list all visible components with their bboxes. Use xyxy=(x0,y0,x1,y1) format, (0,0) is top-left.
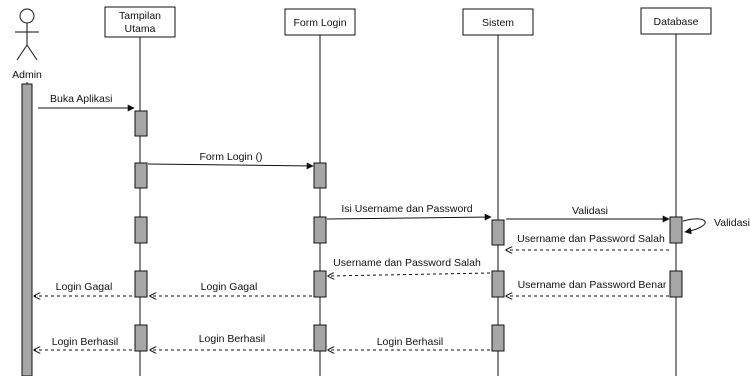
activation-bar xyxy=(134,216,148,244)
activations-sistem xyxy=(491,219,505,352)
message-label: Login Berhasil xyxy=(52,336,119,348)
lifeline-form-login: Form Login xyxy=(284,8,356,376)
message-label: Isi Username dan Password xyxy=(341,203,472,215)
message-username-password-benar: Username dan Password Benar xyxy=(506,279,669,296)
actor-activation xyxy=(21,83,33,376)
lifeline-header-line1: Tampilan xyxy=(119,10,161,22)
lifeline-header-label: Sistem xyxy=(482,17,514,29)
activation-bar xyxy=(134,110,148,137)
message-label: Login Berhasil xyxy=(199,333,266,345)
activation-bar xyxy=(669,270,683,298)
message-label: Buka Aplikasi xyxy=(50,93,112,105)
lifeline-database: Database xyxy=(640,7,712,376)
activation-bar xyxy=(134,324,148,352)
message-self-validasi: Validasi xyxy=(682,217,750,235)
activation-bar xyxy=(134,270,148,298)
message-username-password-salah-sistem: Username dan Password Salah xyxy=(328,257,491,276)
actor-admin: Admin xyxy=(12,8,42,81)
activation-bar xyxy=(313,162,327,189)
lifeline-header-label: Database xyxy=(654,16,699,28)
message-login-gagal-form: Login Gagal xyxy=(150,281,312,296)
message-label: Validasi xyxy=(572,205,608,217)
lifeline-header-label: Form Login xyxy=(293,17,346,29)
message-login-berhasil-tampilan: Login Berhasil xyxy=(34,336,132,350)
message-label: Login Berhasil xyxy=(377,336,444,348)
message-label: Validasi xyxy=(714,217,750,229)
message-form-login: Form Login () xyxy=(147,151,314,170)
message-login-berhasil-sistem: Login Berhasil xyxy=(328,336,490,350)
lifeline-header-box xyxy=(104,6,176,38)
lifeline-sistem: Sistem xyxy=(462,8,534,376)
lifeline-tampilan-utama: Tampilan Utama xyxy=(104,6,176,376)
message-validasi: Validasi xyxy=(506,205,670,223)
actor-label: Admin xyxy=(12,69,42,81)
message-label: Login Gagal xyxy=(201,281,258,293)
message-arrow xyxy=(328,273,491,276)
activation-bar xyxy=(491,270,505,298)
activations-form-login xyxy=(313,162,327,352)
message-login-gagal-tampilan: Login Gagal xyxy=(34,281,132,296)
message-label: Username dan Password Salah xyxy=(333,257,481,269)
message-arrow xyxy=(326,213,492,221)
lifeline-header-line2: Utama xyxy=(125,23,156,35)
message-label: Form Login () xyxy=(199,151,262,163)
activation-bar xyxy=(491,219,505,246)
lifeline-header-box xyxy=(462,8,534,36)
actor-head xyxy=(19,8,35,24)
message-buka-aplikasi: Buka Aplikasi xyxy=(38,93,135,112)
self-message-arrow xyxy=(682,218,706,235)
message-label: Username dan Password Benar xyxy=(518,279,667,291)
message-login-berhasil-form: Login Berhasil xyxy=(150,333,312,350)
activations-tampilan-utama xyxy=(134,110,148,352)
activation-bar xyxy=(313,216,327,244)
activation-bar xyxy=(313,324,327,352)
activation-bar xyxy=(491,324,505,352)
activation-bar xyxy=(313,270,327,298)
activations-database xyxy=(669,216,683,298)
message-username-password-salah-db: Username dan Password Salah xyxy=(506,233,669,250)
activation-bar xyxy=(134,162,148,189)
message-label: Username dan Password Salah xyxy=(517,233,665,245)
message-label: Login Gagal xyxy=(56,281,113,293)
activation-bar xyxy=(669,216,683,244)
message-arrow xyxy=(147,162,314,170)
message-isi-username-password: Isi Username dan Password xyxy=(326,203,492,221)
